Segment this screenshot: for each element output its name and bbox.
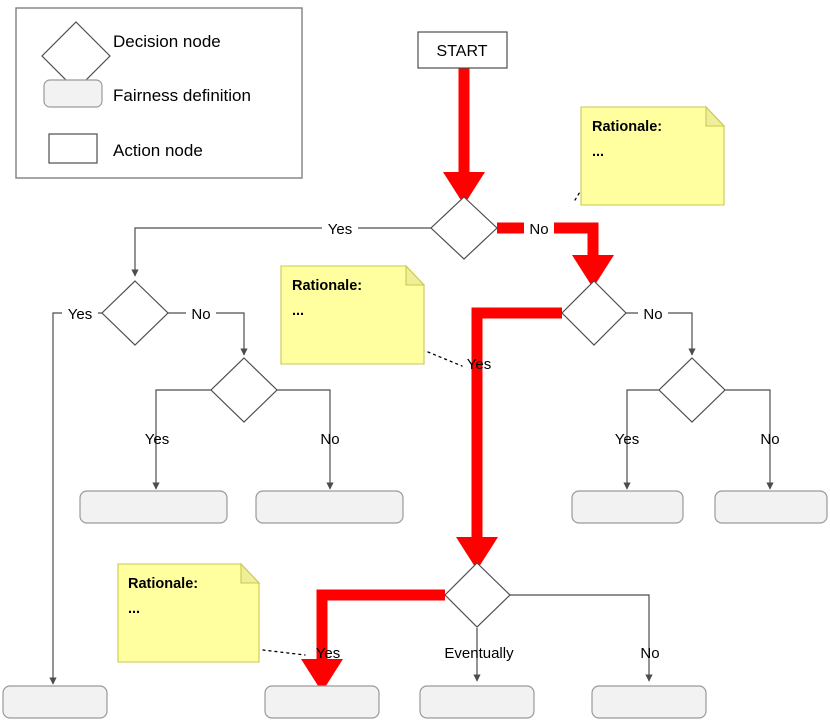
note-3-body-text: ... [128, 601, 140, 617]
highlight-d2right-yes-trunk [471, 307, 562, 540]
legend-fairness-shape [43, 79, 103, 108]
outcome-box-6[interactable] [714, 490, 828, 524]
outcome-box-2[interactable] [79, 490, 228, 524]
outcome-box-3[interactable] [255, 490, 404, 524]
edge-d3right-yes [623, 389, 659, 490]
legend-label-fairness: Fairness definition [113, 86, 251, 105]
note-1-fold-icon [705, 105, 726, 127]
edge-label-d2left-no: No [191, 306, 210, 323]
note-3-leader [262, 649, 306, 656]
edge-label-dbottom-eventually: Eventually [444, 645, 514, 662]
edge-label-d2right-no: No [643, 306, 662, 323]
note-2-title: Rationale: [292, 278, 362, 294]
node-decision-1[interactable] [430, 196, 498, 260]
edge-label-bg-d2left-yes [62, 305, 98, 322]
edge-label-d1-no: No [529, 221, 548, 238]
edge-label-d1-yes: Yes [328, 221, 352, 238]
outcome-box-7[interactable] [419, 685, 535, 719]
note-1-body-text: ... [592, 144, 604, 160]
highlight-arrowhead-dbottom [456, 537, 498, 570]
edge-label-d2right-yes: Yes [467, 356, 491, 373]
edges-layer [49, 227, 774, 685]
legend: Decision node Fairness definition Action… [15, 7, 303, 179]
edge-label-d3left-yes: Yes [145, 431, 169, 448]
outcomes-layer [2, 490, 828, 719]
edge-label-d3left-no: No [320, 431, 339, 448]
outcome-box-8[interactable] [591, 685, 707, 719]
note-3-title: Rationale: [128, 576, 198, 592]
highlight-dbottom-yes [316, 589, 445, 660]
edge-label-bg-d2left-no [186, 305, 216, 322]
edge-d3right-no [725, 389, 774, 490]
nodes-layer: START [101, 31, 726, 628]
highlight-arrowhead-outcome4 [301, 659, 343, 692]
edge-dbottom-no [510, 594, 653, 682]
highlight-arrowhead-d1-b [443, 172, 485, 205]
edge-d3left-yes [152, 389, 211, 490]
note-3-fold-icon [240, 562, 261, 584]
note-2-body [280, 265, 425, 365]
edge-labels-layer: Yes No Yes No Yes No Yes No Yes No Yes E… [62, 220, 780, 662]
node-decision-2-left[interactable] [101, 280, 169, 346]
highlight-arrowhead-d2right [572, 255, 614, 288]
edge-label-d3right-no: No [760, 431, 779, 448]
node-decision-3-left[interactable] [210, 357, 278, 423]
note-3-body [117, 563, 260, 663]
note-1-body [580, 106, 725, 206]
note-2[interactable]: Rationale: ... [280, 264, 463, 367]
edge-label-bg-d1-yes [322, 220, 358, 237]
node-decision-3-right[interactable] [658, 357, 726, 423]
node-start[interactable] [417, 31, 508, 69]
edge-label-d2left-yes: Yes [68, 306, 92, 323]
edge-label-bg-d2right-no [638, 305, 668, 322]
note-1[interactable]: Rationale: ... [574, 105, 726, 206]
edge-label-bg-d1-no [524, 220, 554, 237]
node-decision-2-right[interactable] [561, 280, 627, 346]
outcome-box-5[interactable] [571, 490, 684, 524]
note-2-body-text: ... [292, 303, 304, 319]
edge-d3left-no [277, 389, 334, 490]
note-1-title: Rationale: [592, 119, 662, 135]
outcome-box-4[interactable] [264, 685, 380, 719]
node-start-label: START [437, 43, 488, 60]
node-decision-bottom[interactable] [444, 562, 511, 628]
edge-label-dbottom-yes: Yes [316, 645, 340, 662]
outcome-box-1[interactable] [2, 685, 108, 719]
note-2-leader [427, 351, 463, 367]
note-2-fold-icon [405, 264, 426, 286]
edge-label-dbottom-no: No [640, 645, 659, 662]
legend-label-decision: Decision node [113, 32, 221, 51]
legend-action-shape [48, 133, 98, 164]
note-3[interactable]: Rationale: ... [117, 562, 306, 663]
legend-label-action: Action node [113, 141, 203, 160]
edge-label-d3right-yes: Yes [615, 431, 639, 448]
